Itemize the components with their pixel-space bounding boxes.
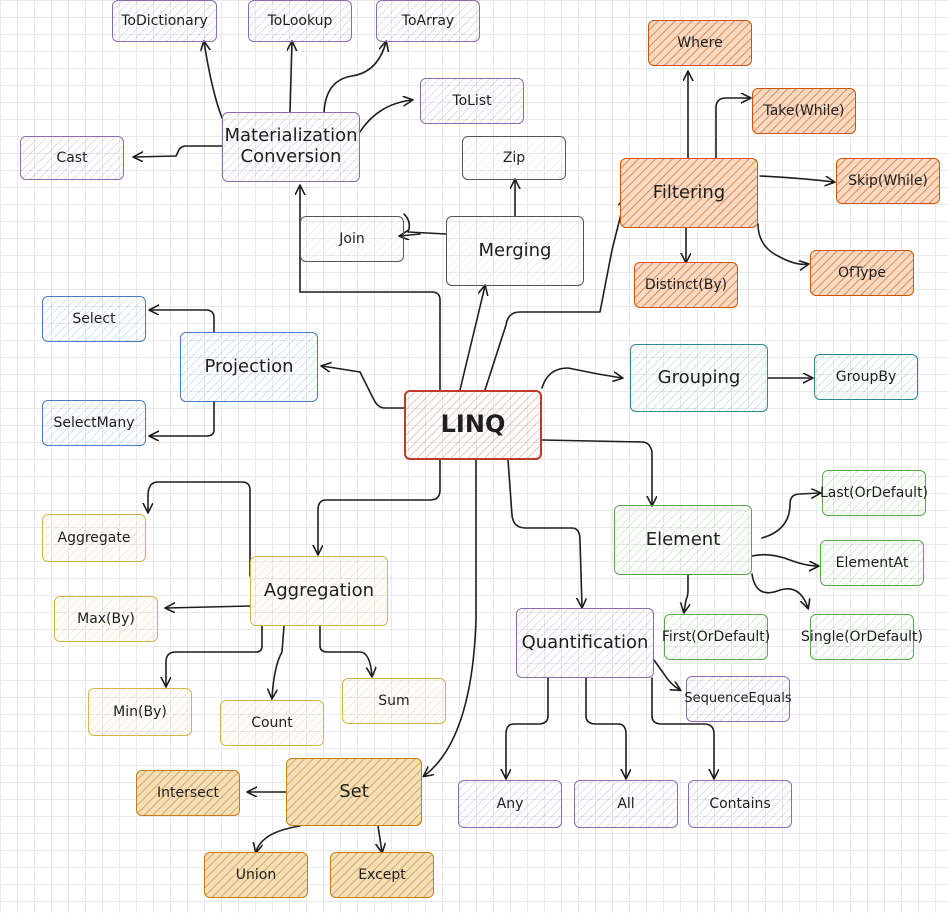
node-set: Set [286, 758, 422, 826]
node-quantification: Quantification [516, 608, 654, 678]
node-count: Count [220, 700, 324, 746]
node-skip-while: Skip(While) [836, 158, 940, 204]
edge-aggregation-maxby [166, 606, 251, 608]
node-select-many: SelectMany [42, 400, 146, 446]
node-all: All [574, 780, 678, 828]
node-first-or-default: First(OrDefault) [662, 614, 770, 660]
node-element: Element [614, 505, 752, 575]
edge-materialization-todictionary [204, 42, 223, 119]
node-cast: Cast [20, 136, 124, 180]
node-contains: Contains [688, 780, 792, 828]
node-join: Join [300, 216, 404, 262]
edge-linq-projection [322, 366, 405, 409]
edge-quantification-sequenceequals [653, 659, 680, 690]
node-max-by: Max(By) [54, 596, 158, 642]
edge-filtering-takewhile [715, 98, 750, 159]
node-where: Where [648, 20, 752, 66]
edge-materialization-tolist [359, 100, 412, 133]
edge-filtering-skipwhile [759, 175, 834, 182]
edge-set-union [256, 825, 301, 852]
edge-linq-materialization [300, 186, 441, 391]
node-intersect: Intersect [136, 770, 240, 816]
node-merging: Merging [446, 216, 584, 286]
edge-filtering-oftype [757, 223, 808, 264]
node-aggregation: Aggregation [250, 556, 388, 626]
node-last-or-default: Last(OrDefault) [820, 470, 928, 516]
edge-aggregation-minby [166, 625, 263, 686]
edge-element-last [761, 493, 820, 539]
node-any: Any [458, 780, 562, 828]
node-sequence-equals: SequenceEquals [684, 676, 792, 722]
node-aggregate: Aggregate [42, 514, 146, 562]
node-sum: Sum [342, 678, 446, 724]
node-filtering: Filtering [620, 158, 758, 228]
edge-linq-element [541, 439, 652, 505]
node-union: Union [204, 852, 308, 898]
edge-element-first [684, 574, 688, 612]
edge-linq-grouping [541, 367, 622, 389]
node-except: Except [330, 852, 434, 898]
node-materialization-conversion: Materialization Conversion [222, 112, 360, 182]
edge-projection-selectmany [150, 401, 215, 436]
edge-aggregation-aggregate [148, 481, 251, 577]
edge-element-single [751, 573, 808, 608]
edge-materialization-cast [134, 145, 223, 157]
edge-linq-merging [459, 286, 485, 391]
edge-linq-set [424, 459, 477, 776]
node-element-at: ElementAt [820, 540, 924, 586]
edge-quantification-all [585, 677, 626, 778]
node-grouping: Grouping [630, 344, 768, 412]
edge-projection-select [150, 310, 215, 333]
edge-quantification-contains [651, 677, 714, 778]
edge-linq-aggregation [318, 459, 441, 554]
node-select: Select [42, 296, 146, 342]
edge-merging-join [403, 213, 447, 235]
node-tolist: ToList [420, 78, 524, 124]
node-min-by: Min(By) [88, 688, 192, 736]
node-linq: LINQ [404, 390, 542, 460]
edge-set-except [378, 825, 382, 852]
edge-aggregation-sum [319, 625, 372, 676]
node-toarray: ToArray [376, 0, 480, 42]
node-projection: Projection [180, 332, 318, 402]
edge-linq-filtering [484, 198, 625, 391]
node-single-or-default: Single(OrDefault) [801, 614, 923, 660]
node-group-by: GroupBy [814, 354, 918, 400]
edge-quantification-any [506, 677, 549, 778]
edge-linq-quantification [507, 459, 582, 607]
edge-aggregation-count [272, 625, 285, 698]
edge-materialization-tolookup [290, 42, 292, 113]
edge-materialization-toarray [323, 42, 386, 113]
edge-element-elementat [751, 553, 818, 566]
node-distinct-by: Distinct(By) [634, 262, 738, 308]
node-take-while: Take(While) [752, 88, 856, 134]
node-todictionary: ToDictionary [112, 0, 217, 42]
node-zip: Zip [462, 136, 566, 180]
node-tolookup: ToLookup [248, 0, 352, 42]
node-of-type: OfType [810, 250, 914, 296]
